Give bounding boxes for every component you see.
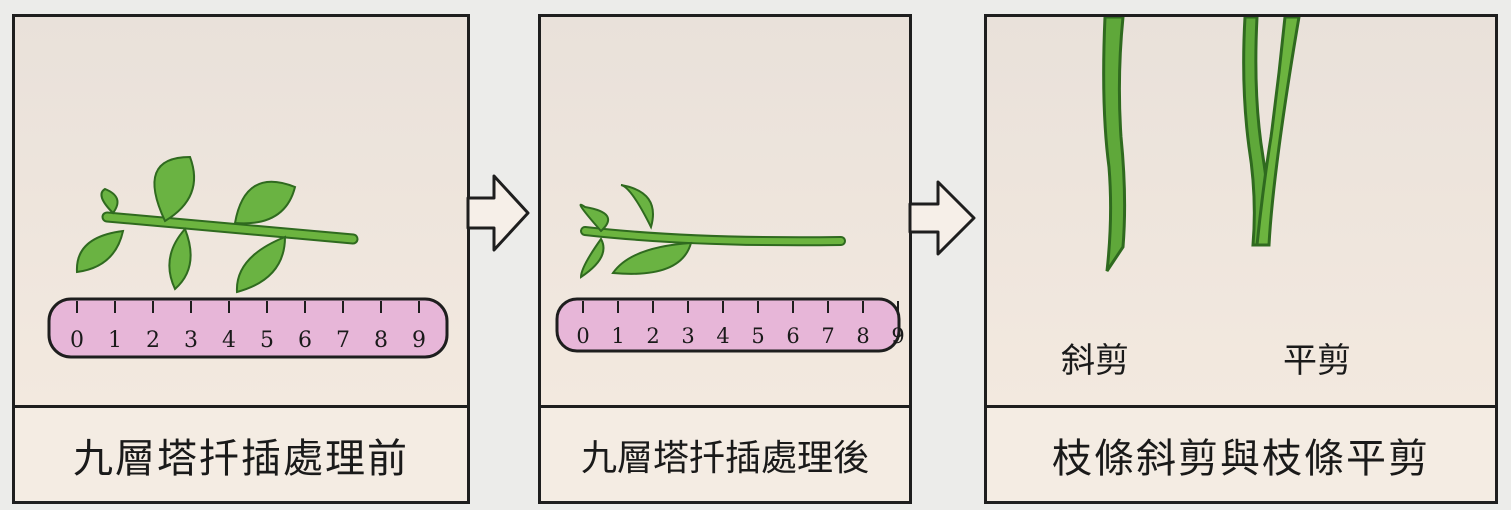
- ruler-number: 7: [821, 324, 834, 348]
- ruler-number: 4: [222, 328, 236, 353]
- ruler-number: 2: [146, 328, 160, 353]
- ruler-number: 0: [70, 328, 84, 353]
- caption-box: 九層塔扦插處理前: [15, 405, 467, 501]
- ruler-number: 6: [298, 328, 312, 353]
- oblique-cut-stem: [1104, 17, 1125, 271]
- ruler-number: 0: [576, 324, 589, 348]
- ruler-number: 5: [751, 324, 764, 348]
- ruler-number: 9: [412, 328, 426, 353]
- leaf: [581, 239, 604, 277]
- ruler-number: 9: [891, 324, 904, 348]
- panel-caption: 九層塔扦插處理前: [73, 426, 409, 484]
- oblique-cut-label: 斜剪: [1061, 333, 1129, 382]
- leaf: [237, 237, 285, 292]
- ruler-number: 4: [716, 324, 729, 348]
- leaf: [621, 185, 653, 227]
- panel-cut-comparison: 斜剪 平剪 枝條斜剪與枝條平剪: [984, 14, 1498, 504]
- ruler-number: 3: [184, 328, 198, 353]
- leaf: [154, 157, 194, 221]
- leaf: [101, 189, 117, 213]
- ruler-number: 7: [336, 328, 350, 353]
- ruler-number: 1: [611, 324, 624, 348]
- panel-cut-illustration: 斜剪 平剪: [987, 17, 1495, 405]
- leaf: [613, 243, 691, 274]
- flat-cut-label: 平剪: [1283, 333, 1351, 382]
- leaf: [77, 231, 123, 272]
- ruler-number: 8: [374, 328, 388, 353]
- ruler-number: 1: [108, 328, 122, 353]
- panel-caption: 九層塔扦插處理後: [581, 429, 869, 481]
- leaf: [235, 182, 295, 224]
- ruler-number: 8: [856, 324, 869, 348]
- arrow-right-icon: [908, 178, 978, 258]
- ruler-number: 3: [681, 324, 694, 348]
- panel-caption: 枝條斜剪與枝條平剪: [1052, 426, 1430, 484]
- ruler-number: 2: [646, 324, 659, 348]
- flat-cut-stem: [1257, 17, 1299, 245]
- caption-box: 九層塔扦插處理後: [541, 405, 909, 501]
- caption-box: 枝條斜剪與枝條平剪: [987, 405, 1495, 501]
- leaf: [169, 229, 190, 289]
- ruler-number: 6: [786, 324, 799, 348]
- ruler-number: 5: [260, 328, 274, 353]
- arrow-right-icon: [466, 172, 532, 254]
